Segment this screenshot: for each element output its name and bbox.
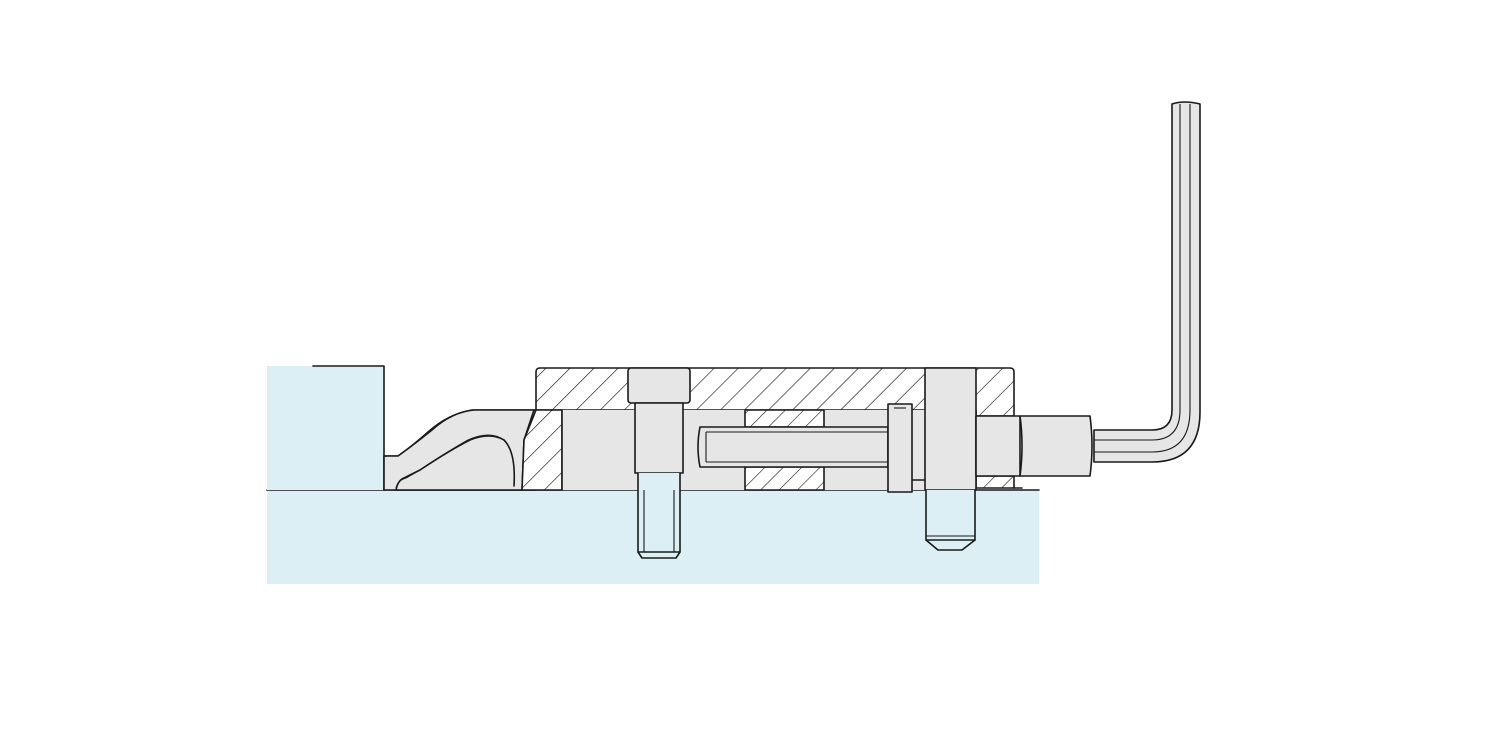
set-screw <box>924 367 977 551</box>
cap-screw <box>627 367 691 559</box>
workpiece-block <box>267 365 385 491</box>
clamp-jaw <box>383 409 537 491</box>
guide-rod <box>697 403 913 493</box>
adjusting-sleeve <box>975 415 1093 477</box>
hex-key <box>1093 101 1201 463</box>
